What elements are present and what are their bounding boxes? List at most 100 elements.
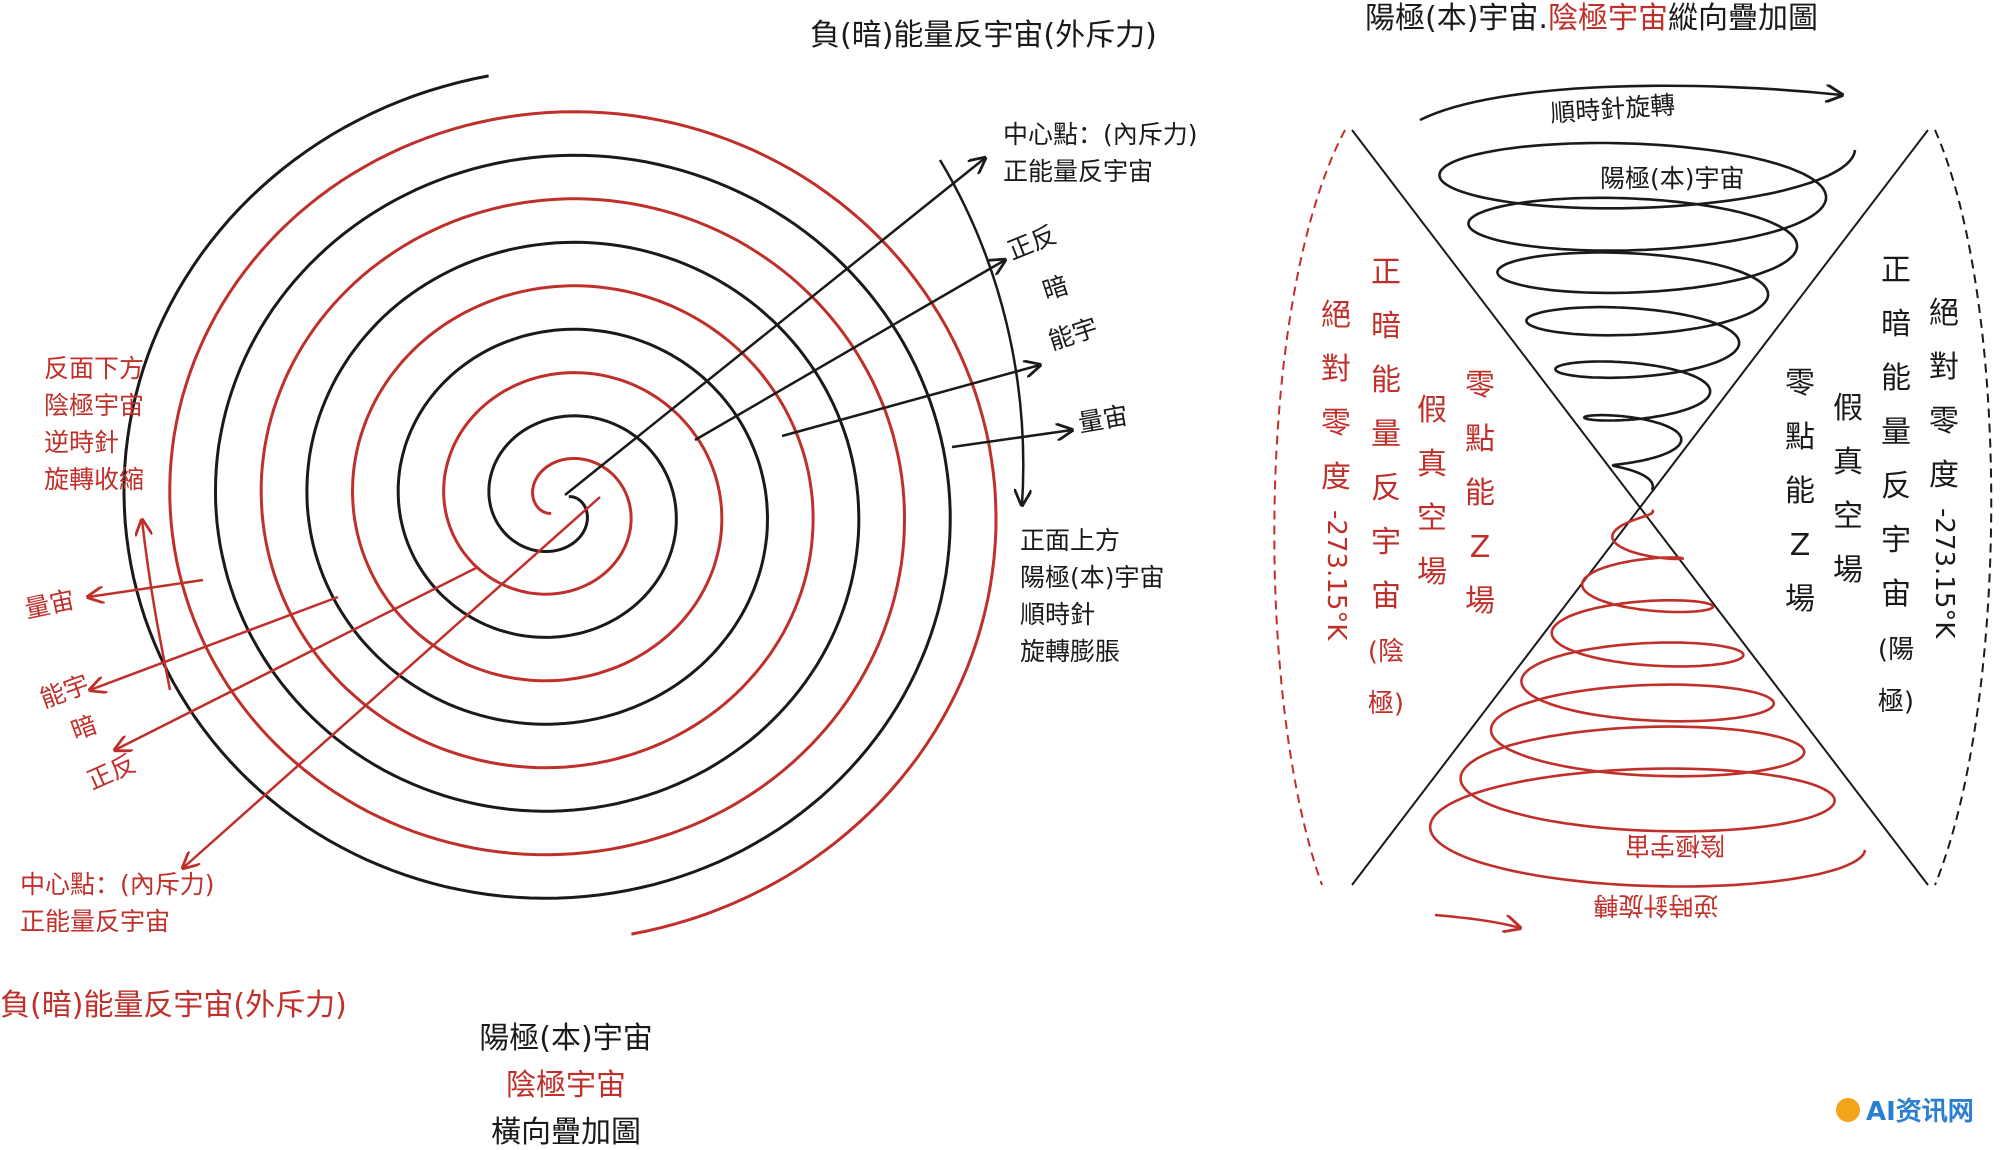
left-col-inner1-char: 場	[1417, 555, 1447, 590]
dashed-arc-right	[1934, 129, 1993, 886]
left-col-inner1-char: 空	[1417, 501, 1447, 536]
bottom-counterclockwise-arrow	[1434, 913, 1520, 928]
watermark: AI资讯网	[1828, 1088, 1986, 1132]
left-col-mid-char: 量	[1371, 417, 1401, 452]
left-col-inner1-char: 假	[1417, 393, 1447, 428]
left-arrow-label-3: 暗	[67, 710, 100, 746]
left-col-outer-char: 零	[1321, 406, 1351, 441]
right-col-outer-char: 對	[1929, 350, 1959, 385]
left-col-mid-char: 反	[1371, 471, 1401, 506]
left-col-mid-char: 能	[1371, 363, 1401, 398]
cross-line-2	[1351, 129, 1929, 886]
black-spiral	[122, 74, 952, 900]
top-spiral-label-universe: 陽極(本)宇宙	[1600, 164, 1745, 193]
right-arrow-label-2: 暗	[1039, 270, 1072, 305]
center-point-left-red-line1: 中心點：(內斥力)	[20, 870, 215, 899]
arrow-sw-2	[90, 595, 339, 690]
left-col-inner1-char: 真	[1417, 447, 1447, 482]
caption-line3: 橫向疊加圖	[491, 1115, 641, 1150]
bottom-cone-spiral	[1428, 509, 1867, 888]
right-col-outer: 絕 對 零 度 -273.15°K	[1929, 296, 1959, 639]
center-point-right-line1: 中心點：(內斥力)	[1003, 120, 1198, 149]
right-col-inner1: 假 真 空 場	[1833, 391, 1863, 588]
left-col-inner2-char: 點	[1465, 422, 1495, 457]
right-title-red: 陰極宇宙	[1548, 1, 1668, 36]
left-col-mid-char: 宙	[1371, 579, 1401, 614]
right-col-inner2: 零 點 能 Z 場	[1785, 366, 1815, 617]
right-col-inner2-char: 點	[1785, 420, 1815, 455]
arrow-ne-3	[951, 430, 1072, 449]
right-col-outer-char: 度	[1929, 458, 1959, 493]
right-col-inner1-char: 假	[1833, 391, 1863, 426]
left-title-bottom-red: 負(暗)能量反宇宙(外斥力)	[0, 988, 347, 1023]
left-col-mid-char: 正	[1371, 255, 1401, 290]
right-col-mid-char: 反	[1881, 469, 1911, 504]
right-col-mid-char: 量	[1881, 415, 1911, 450]
bottom-spiral-label-rotation: 逆時針旋轉	[1593, 891, 1718, 920]
right-col-inner1-char: 場	[1833, 553, 1863, 588]
left-side-red-line3: 逆時針	[44, 428, 119, 457]
right-side-line3: 順時針	[1020, 600, 1095, 629]
right-arrow-label-3: 能宇	[1045, 313, 1102, 356]
left-col-inner2-char: 能	[1465, 476, 1495, 511]
right-col-mid-char: 極)	[1878, 687, 1914, 717]
right-arrow-label-4: 量宙	[1076, 401, 1130, 438]
right-col-outer-temp: -273.15°K	[1929, 508, 1959, 639]
left-side-red-line1: 反面下方	[44, 354, 144, 383]
right-col-mid-char: 能	[1881, 361, 1911, 396]
left-side-red-line2: 陰極宇宙	[44, 391, 144, 420]
left-arrow-label-2: 能宇	[36, 669, 93, 713]
left-col-inner2-char: 零	[1465, 368, 1495, 403]
right-col-mid-char: 宙	[1881, 577, 1911, 612]
left-arrow-label-1: 量宙	[22, 585, 77, 624]
right-title-black2: 縱向疊加圖	[1668, 1, 1818, 36]
right-hourglass-diagram: 陽極(本)宇宙.陰極宇宙縱向疊加圖 順時針旋轉 陽極(本)宇宙 陰極宇宙 逆時針…	[1273, 1, 1993, 928]
right-title-black: 陽極(本)宇宙.	[1365, 1, 1548, 36]
right-col-mid-char: 暗	[1881, 307, 1911, 342]
arrow-center-ne	[564, 158, 985, 496]
red-spiral	[168, 110, 998, 936]
arrow-sw-1	[115, 565, 479, 750]
left-col-inner1: 假 真 空 場	[1417, 393, 1447, 590]
caption-line2: 陰極宇宙	[506, 1068, 626, 1103]
left-col-mid-char: 極)	[1368, 689, 1404, 719]
right-col-inner2-char: 能	[1785, 474, 1815, 509]
right-col-inner1-char: 空	[1833, 499, 1863, 534]
left-col-outer-char: 度	[1321, 460, 1351, 495]
watermark-logo-icon	[1836, 1098, 1860, 1122]
watermark-box	[1828, 1088, 1986, 1132]
center-point-right-line2: 正能量反宇宙	[1003, 157, 1153, 186]
right-side-line2: 陽極(本)宇宙	[1020, 563, 1165, 592]
left-col-mid-char: 暗	[1371, 309, 1401, 344]
top-cone-spiral	[1438, 141, 1857, 491]
watermark-text: AI资讯网	[1866, 1097, 1974, 1127]
bottom-spiral-label-universe: 陰極宇宙	[1625, 831, 1725, 860]
left-spiral-diagram: 負(暗)能量反宇宙(外斥力) 中心點：(內斥力) 正能量反宇宙 正反 暗 能宇 …	[0, 18, 1198, 1150]
left-col-inner2-char: Z	[1470, 530, 1491, 565]
right-col-inner2-char: 場	[1785, 582, 1815, 617]
right-col-mid-char: (陽	[1878, 635, 1914, 665]
left-col-mid: 正 暗 能 量 反 宇 宙 (陰 極)	[1368, 255, 1404, 719]
right-col-outer-char: 零	[1929, 404, 1959, 439]
left-arrow-label-4: 正反	[83, 749, 140, 796]
arrow-center-sw	[183, 496, 601, 868]
dashed-arc-left	[1273, 129, 1346, 886]
right-col-mid-char: 正	[1881, 253, 1911, 288]
left-col-outer-char: 絕	[1321, 298, 1351, 333]
center-point-left-red-line2: 正能量反宇宙	[20, 907, 170, 936]
left-side-red-line4: 旋轉收縮	[44, 465, 144, 494]
left-col-inner2-char: 場	[1465, 584, 1495, 619]
left-col-mid-char: (陰	[1368, 637, 1404, 667]
caption-line1: 陽極(本)宇宙	[479, 1021, 652, 1056]
left-col-outer: 絕 對 零 度 -273.15°K	[1321, 298, 1351, 641]
arrow-sw-3	[88, 578, 204, 597]
left-col-inner2: 零 點 能 Z 場	[1465, 368, 1495, 619]
arrow-outer-clockwise	[938, 159, 1023, 505]
right-side-line1: 正面上方	[1020, 526, 1120, 555]
right-col-mid: 正 暗 能 量 反 宇 宙 (陽 極)	[1878, 253, 1914, 717]
arrow-ne-1	[694, 260, 1005, 442]
arrow-outer-counterclockwise	[142, 520, 172, 691]
right-arrow-label-1: 正反	[1003, 220, 1060, 266]
right-col-inner2-char: Z	[1790, 528, 1811, 563]
